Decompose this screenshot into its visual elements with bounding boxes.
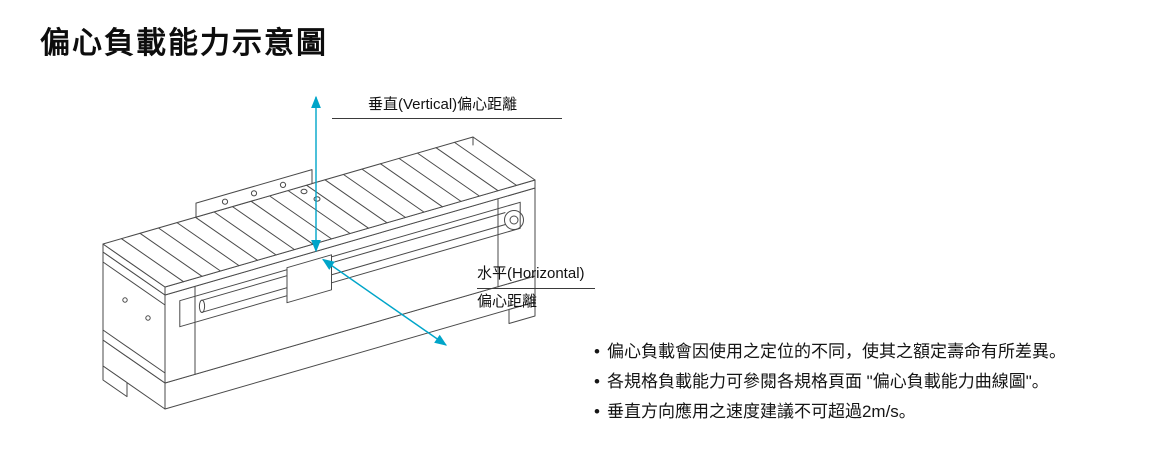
stage-body	[102, 136, 536, 410]
page-title: 偏心負載能力示意圖	[40, 27, 328, 60]
horizontal-offset-label: 水平(Horizontal) 偏心距離	[477, 263, 595, 313]
horizontal-arrow-outer	[383, 301, 448, 346]
note-item: • 各規格負載能力可參閱各規格頁面 "偏心負載能力曲線圖"。	[594, 367, 1066, 397]
note-item: • 偏心負載會因使用之定位的不同，使其之額定壽命有所差異。	[594, 337, 1066, 367]
note-text: 偏心負載會因使用之定位的不同，使其之額定壽命有所差異。	[606, 342, 1066, 361]
bullet-icon: •	[594, 372, 600, 391]
vertical-offset-label: 垂直(Vertical)偏心距離	[332, 93, 562, 119]
horizontal-offset-label-line1: 水平(Horizontal)	[477, 263, 595, 289]
eccentricity-arrows	[311, 95, 448, 346]
bullet-icon: •	[594, 342, 600, 361]
vertical-offset-label-text: 垂直(Vertical)偏心距離	[368, 96, 518, 113]
bullet-icon: •	[594, 402, 600, 421]
horizontal-arrow-inner	[321, 258, 385, 303]
note-text: 各規格負載能力可參閱各規格頁面 "偏心負載能力曲線圖"。	[606, 372, 1049, 391]
note-item: • 垂直方向應用之速度建議不可超過2m/s。	[594, 397, 1066, 427]
note-text: 垂直方向應用之速度建議不可超過2m/s。	[606, 402, 916, 421]
horizontal-offset-label-line2: 偏心距離	[477, 292, 538, 310]
notes-list: • 偏心負載會因使用之定位的不同，使其之額定壽命有所差異。 • 各規格負載能力可…	[594, 337, 1066, 427]
